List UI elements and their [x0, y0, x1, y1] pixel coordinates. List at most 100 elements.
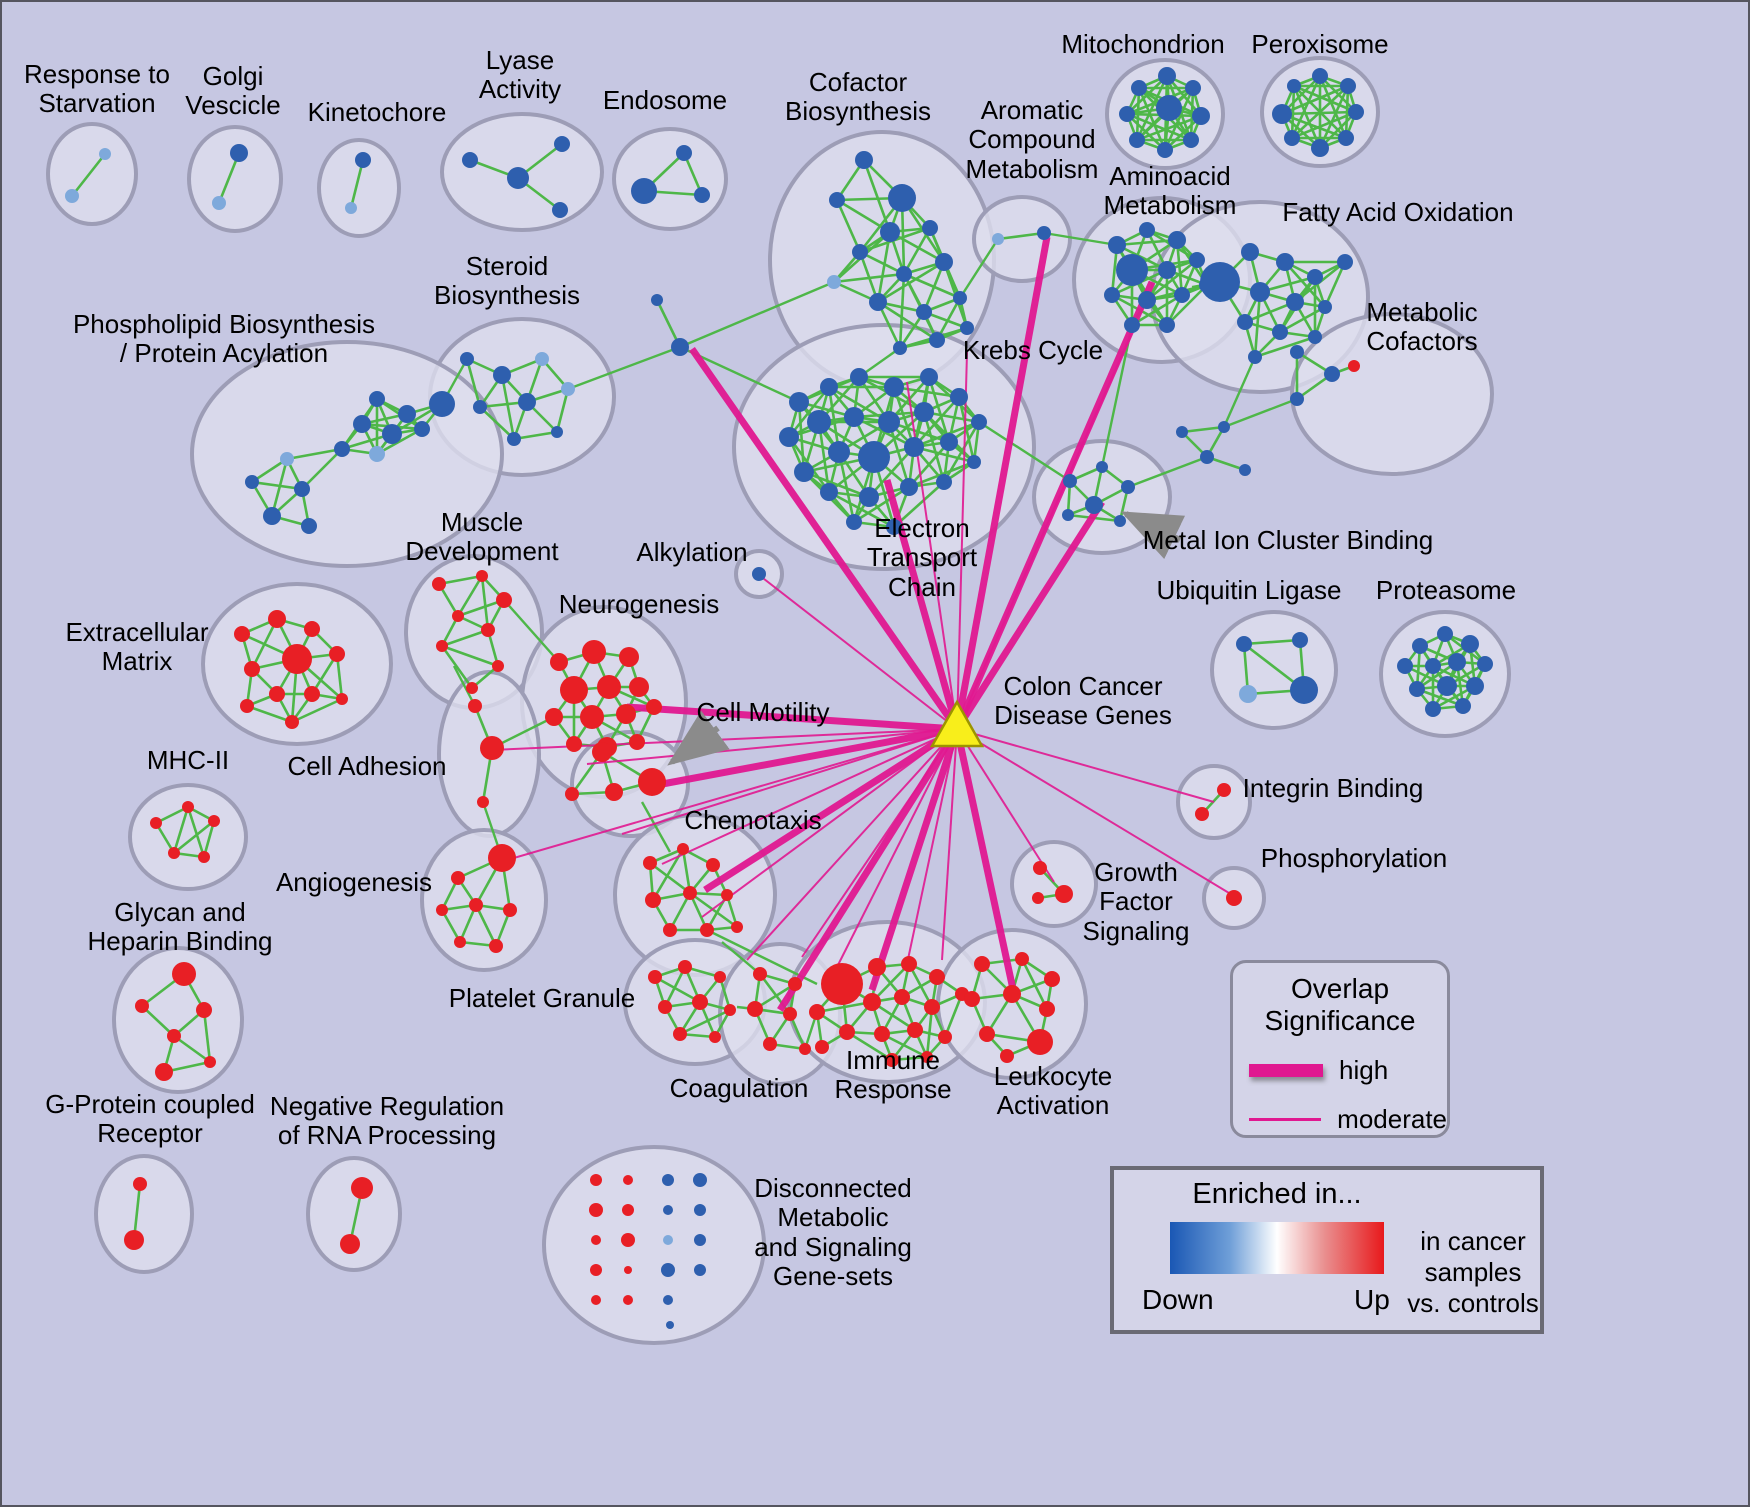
fatty-acid-oxidation-edge — [1323, 261, 1347, 308]
steroid-biosynthesis-node — [551, 426, 563, 438]
neurogenesis-node — [646, 699, 662, 715]
enrichment-gradient-bar — [1170, 1222, 1384, 1274]
cofactor-biosynthesis-edge — [898, 273, 906, 349]
disconnected-genesets-node — [591, 1235, 601, 1245]
extracellular-matrix-node — [304, 686, 320, 702]
overlap-edge-moderate — [956, 351, 968, 730]
chemotaxis-edge — [681, 848, 692, 894]
kinetochore-label: Kinetochore — [307, 97, 447, 127]
aminoacid-metabolism-node — [1159, 317, 1175, 333]
overlap-edge-moderate — [956, 728, 1235, 897]
neurogenesis-node — [580, 705, 604, 729]
chemotaxis-label: Chemotaxis — [684, 805, 822, 835]
aminoacid-metabolism-node — [1138, 291, 1156, 309]
mitochondrion-edge — [1135, 87, 1141, 141]
coagulation-node — [799, 1043, 811, 1055]
chemotaxis-node — [721, 889, 733, 901]
platelet-granule-node — [692, 994, 708, 1010]
cofactor-biosynthesis-edge — [836, 198, 891, 234]
mitochondrion-node — [1156, 95, 1182, 121]
peroxisome-edge — [1290, 85, 1296, 139]
mhc-ii-node — [150, 817, 162, 829]
phospholipid-biosynthesis-node — [382, 424, 402, 444]
response-to-starvation-node — [65, 189, 79, 203]
mitochondrion-edge — [1135, 75, 1169, 141]
angiogenesis-edge — [474, 904, 498, 947]
enriched-legend-title: Enriched in... — [1192, 1178, 1362, 1210]
electron-transport-chain-node — [971, 414, 987, 430]
cofactor-biosynthesis-edge — [833, 272, 905, 284]
electron-transport-chain-edge — [868, 446, 915, 498]
ubiquitin-ligase-bubble — [1210, 610, 1338, 730]
peroxisome-node — [1287, 79, 1301, 93]
overlap-edge-moderate — [701, 728, 958, 918]
disconnected-genesets-node — [694, 1204, 706, 1216]
electron-transport-chain-node — [967, 455, 981, 469]
electron-transport-chain-node — [914, 402, 934, 422]
muscle-development-edge — [456, 575, 484, 617]
platelet-granule-node — [709, 1031, 721, 1043]
immune-response-node — [821, 963, 863, 1005]
disconnected-genesets-node — [662, 1174, 674, 1186]
angiogenesis-node — [469, 898, 483, 912]
inter-cluster-edge — [1100, 324, 1134, 468]
kinetochore-bubble — [317, 138, 401, 238]
fatty-acid-oxidation-node — [1337, 254, 1353, 270]
aminoacid-metabolism-edge — [1146, 258, 1198, 302]
growth-factor-signaling-node — [1032, 892, 1044, 904]
mhc-ii-bubble — [128, 783, 248, 891]
muscle-development-node — [436, 640, 448, 652]
immune-response-node — [921, 1051, 933, 1063]
lyase-activity-node — [552, 202, 568, 218]
lyase-activity-node — [507, 167, 529, 189]
cofactor-biosynthesis-node — [922, 220, 938, 236]
chemotaxis-node — [731, 921, 743, 933]
cofactor-biosynthesis-node — [960, 321, 974, 335]
metabolic-cofactors-node — [1290, 392, 1304, 406]
ubiquitin-ligase-node — [1292, 632, 1308, 648]
disconnected-genesets-node — [663, 1205, 673, 1215]
mitochondrion-node — [1119, 106, 1135, 122]
proteasome-node — [1425, 658, 1441, 674]
integrin-binding-label: Integrin Binding — [1242, 773, 1424, 803]
immune-response-node — [868, 958, 886, 976]
mitochondrion-edge — [1126, 75, 1168, 115]
muscle-development-node — [466, 682, 478, 694]
overlap-edge-high — [777, 727, 960, 1012]
phospholipid-biosynthesis-edge — [301, 448, 343, 490]
leukocyte-activation-node — [1003, 985, 1021, 1003]
proteasome-node — [1437, 676, 1457, 696]
immune-response-edge — [925, 1006, 934, 1058]
immune-response-node — [894, 989, 910, 1005]
electron-transport-chain-edge — [837, 451, 856, 523]
mitochondrion-node — [1183, 132, 1199, 148]
angiogenesis-node — [488, 844, 516, 872]
immune-response-node — [863, 993, 881, 1011]
down-label: Down — [1142, 1284, 1214, 1315]
colon-cancer-disease-genes-label: Colon Cancer Disease Genes — [994, 671, 1172, 731]
negative-regulation-rna-node — [340, 1234, 360, 1254]
aminoacid-metabolism-node — [1108, 236, 1126, 254]
electron-transport-chain-node — [936, 474, 952, 490]
mitochondrion-node — [1158, 67, 1176, 85]
aminoacid-metabolism-node — [1116, 254, 1148, 286]
aminoacid-metabolism-node — [1124, 317, 1140, 333]
chemotaxis-node — [700, 923, 714, 937]
fatty-acid-oxidation-node — [1248, 350, 1262, 364]
cofactor-biosynthesis-node — [896, 266, 912, 282]
cofactor-biosynthesis-label: Cofactor Biosynthesis — [785, 67, 931, 127]
angiogenesis-node — [451, 871, 465, 885]
endosome-bubble — [612, 127, 728, 231]
proteasome-node — [1466, 677, 1484, 695]
overlap-edge-high — [689, 346, 960, 732]
disconnected-genesets-node — [666, 1321, 674, 1329]
metabolic-cofactors-node — [1348, 360, 1360, 372]
coagulation-node — [747, 1001, 763, 1017]
alkylation-node — [752, 567, 766, 581]
fatty-acid-oxidation-node — [1272, 324, 1288, 340]
disconnected-genesets-node — [663, 1295, 673, 1305]
electron-transport-chain-edge — [893, 481, 945, 528]
metal-ion-cluster-binding-node — [1063, 474, 1077, 488]
phospholipid-biosynthesis-node — [398, 405, 416, 423]
overlap-edge-moderate — [586, 728, 958, 765]
